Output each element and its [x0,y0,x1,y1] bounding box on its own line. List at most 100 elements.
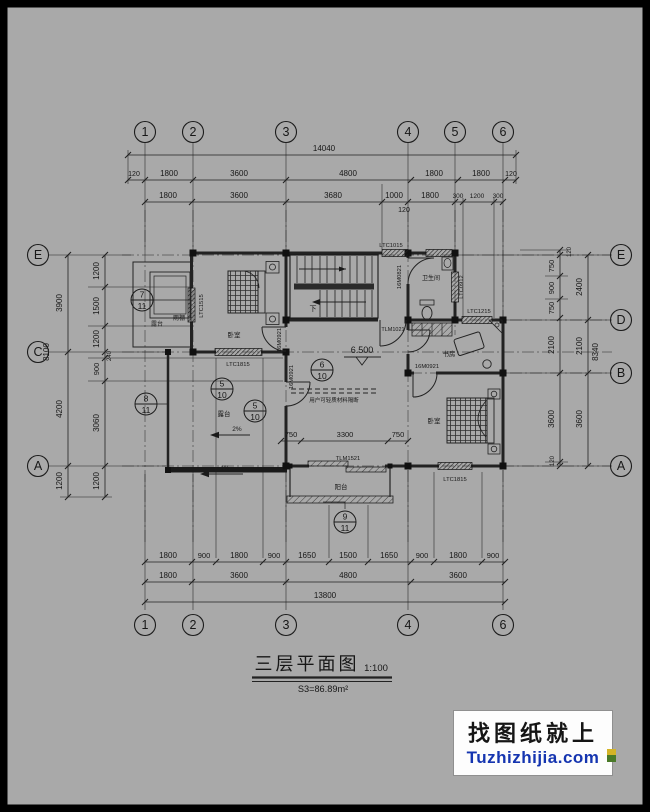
grid-bubble: D [609,308,633,332]
dimension-label: 750 [547,260,556,273]
extension-lines [49,143,610,610]
dimension-label: 750 [392,430,405,439]
dimension-label: 4800 [339,571,357,580]
sink [441,256,454,271]
detail-sheet-number: 10 [317,371,327,381]
detail-sheet-number: 10 [250,412,260,422]
annotation-label: 6.500 [351,345,374,355]
windows [187,249,493,473]
annotation-labels: 下 6.500 2% 1% 用户可轻质材料隔断 [221,305,374,472]
grid-bubble-label: E [34,248,42,262]
wardrobe [411,322,453,337]
dimension-label: 4200 [55,400,64,418]
grid-bubble: A [609,454,633,478]
dimension-label: 2400 [575,278,584,296]
dimension-label: 240 [107,350,113,361]
grid-bubble-label: 6 [500,618,507,632]
drawing-title: 三层平面图 [255,654,360,674]
grid-bubble-label: 4 [405,618,412,632]
room-label: 露台 [218,409,231,418]
dimension-label: 120 [398,207,410,214]
annotation-label: 2% [232,426,242,433]
dimension-label: 1800 [421,191,439,200]
grid-bubble: 2 [181,120,205,144]
component-tag: TLM1521 [336,456,361,462]
dimension-label: 300 [453,193,464,200]
dimension-label: 900 [198,551,211,560]
dimension-label: 13800 [314,591,337,600]
grid-bubble: E [609,243,633,267]
component-tag: 16M0821 [397,265,403,289]
detail-number: 9 [343,512,348,522]
dimension-label: 900 [416,551,429,560]
detail-number: 5 [253,401,258,411]
dimension-label: 900 [92,363,101,376]
dimension-lines [64,151,592,606]
detail-sheet-number: 11 [138,301,147,311]
dimension-label: 750 [285,430,298,439]
grid-bubble-label: B [617,366,625,380]
watermark-site-name: Tuzhizhijia.com [466,748,600,767]
dimension-label: 3300 [337,430,354,439]
dimension-label: 1650 [298,551,316,560]
dimension-label: 3600 [230,169,248,178]
detail-number: 6 [320,360,325,370]
dimension-label: 1800 [425,169,443,178]
component-tag: LTC1515 [199,294,205,317]
grid-bubble: 2 [181,613,205,637]
component-tag: LTC0912 [459,275,465,298]
dimension-label: 8100 [42,343,51,361]
grid-bubble-label: A [34,459,43,473]
toilet [419,299,435,320]
detail-marker: 811 [134,392,158,416]
component-tag: 16M0921 [277,328,283,352]
floor-area: S3=86.89m² [298,684,348,694]
detail-marker: 510 [210,377,234,401]
watermark-badge-icon [607,749,616,762]
dimension-label: 3060 [92,414,101,432]
dimension-label: 1500 [92,297,101,315]
component-tag: LTC1815 [226,362,249,368]
grid-bubble-label: E [617,248,625,262]
annotation-label: 下 [310,305,317,313]
room-label: 阳台 [335,482,348,491]
dimension-label: 1000 [385,191,403,200]
detail-marker: 510 [243,399,267,423]
room-label: 卧室 [428,416,442,425]
dimension-label: 3600 [230,571,248,580]
room-label: 卧室 [228,330,242,339]
dimension-label: 900 [547,282,556,295]
annotation-label: 用户可轻质材料隔断 [309,396,359,404]
dimension-label: 3600 [449,571,467,580]
component-tag: 16M0921 [289,365,295,389]
grid-bubble: 1 [133,120,157,144]
grid-bubble-label: 1 [142,125,149,139]
dimension-label: 900 [268,551,281,560]
dimension-label: 300 [493,193,504,200]
dimension-label: 1800 [472,169,490,178]
grid-bubble-label: 5 [452,125,459,139]
dimension-label: 3600 [547,410,556,428]
dimension-label: 8340 [591,343,600,361]
grid-bubble: 5 [443,120,467,144]
dimension-label: 120 [567,246,573,257]
dimension-label: 1200 [470,193,485,200]
grid-bubble: 4 [396,613,420,637]
detail-number: 7 [140,290,145,300]
furniture [227,256,503,455]
dimension-label: 1200 [92,330,101,348]
annotation-label: 1% [221,466,230,472]
grid-bubble: 4 [396,120,420,144]
dimension-label: 1500 [339,551,357,560]
grid-bubble: B [609,361,633,385]
room-label: 书房 [443,349,456,358]
staircase [289,254,379,319]
room-label: 雨棚 [173,314,185,322]
dimension-label: 1800 [160,169,178,178]
